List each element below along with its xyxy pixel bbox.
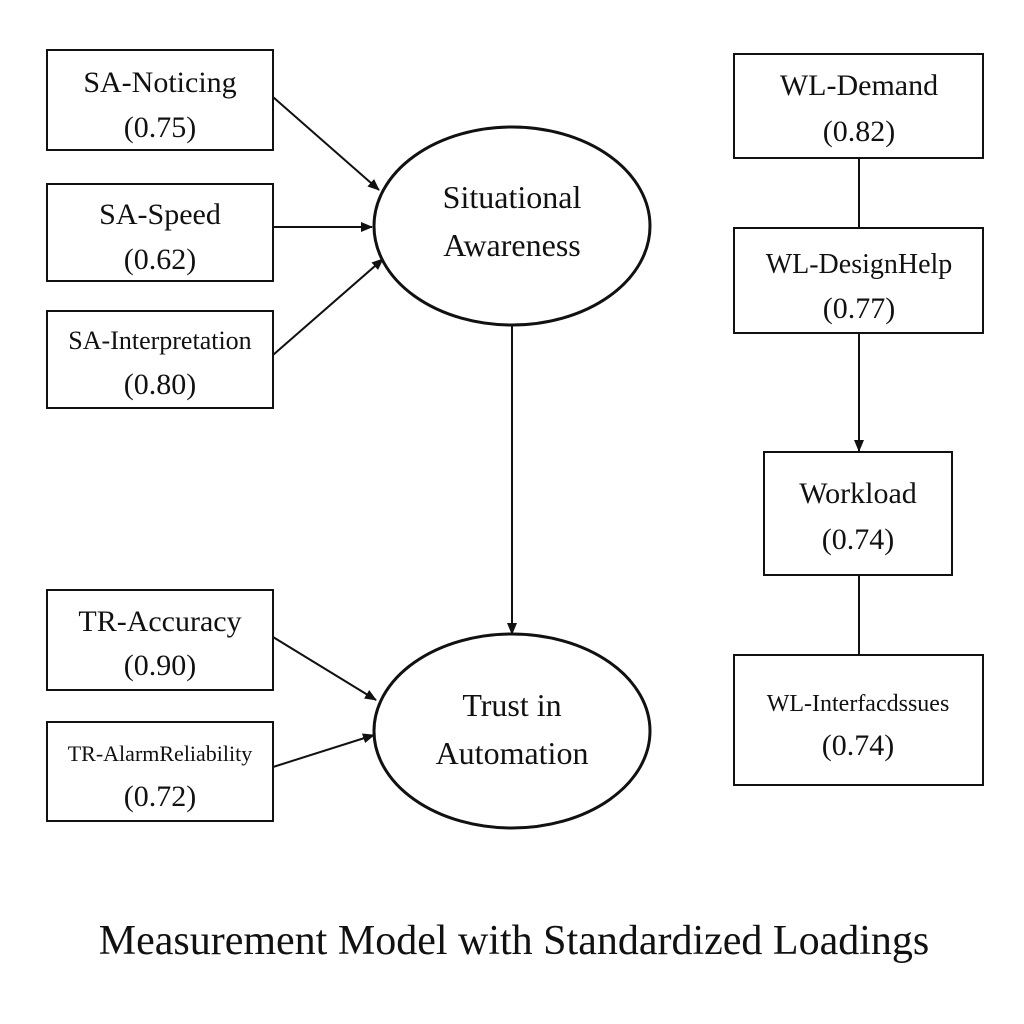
latent-label-line2: Automation: [436, 735, 589, 771]
diagram-title: Measurement Model with Standardized Load…: [99, 918, 929, 964]
latent-label-line1: Trust in: [462, 687, 561, 723]
indicator-sa-speed: SA-Speed (0.62): [46, 183, 274, 282]
indicator-sa-interpretation: SA-Interpretation (0.80): [46, 310, 274, 409]
indicator-tr-accuracy: TR-Accuracy (0.90): [46, 589, 274, 691]
indicator-loading: (0.80): [124, 368, 196, 401]
indicator-label: SA-Interpretation: [68, 326, 251, 355]
indicator-label: SA-Noticing: [83, 66, 236, 99]
edge-tr-accuracy-to-trust: [272, 636, 377, 701]
edge-tr-alarm-to-trust: [272, 733, 375, 768]
indicator-label: WL-Demand: [780, 69, 938, 102]
indicator-label: Workload: [799, 477, 917, 510]
indicator-loading: (0.62): [124, 243, 196, 276]
indicator-sa-noticing: SA-Noticing (0.75): [46, 49, 274, 151]
latent-label-line1: Situational: [443, 179, 582, 215]
indicator-loading: (0.75): [124, 111, 196, 144]
indicator-tr-alarm-reliability: TR-AlarmReliability (0.72): [46, 721, 274, 822]
indicator-label: WL-DesignHelp: [766, 249, 953, 280]
indicator-loading: (0.82): [823, 115, 895, 148]
latent-trust-in-automation: Trust in Automation: [372, 632, 652, 830]
indicator-label: SA-Speed: [99, 198, 221, 231]
edge-sa-interpretation-to-situational-awareness: [272, 258, 384, 356]
indicator-wl-interface-issues: WL-Interfacdssues (0.74): [733, 654, 984, 786]
indicator-wl-designhelp: WL-DesignHelp (0.77): [733, 227, 984, 334]
indicator-loading: (0.74): [822, 523, 894, 556]
indicator-label: TR-Accuracy: [78, 605, 241, 638]
edges: [272, 96, 864, 768]
indicator-loading: (0.72): [124, 780, 196, 813]
latent-situational-awareness: Situational Awareness: [372, 125, 652, 327]
indicator-workload: Workload (0.74): [763, 451, 953, 576]
indicator-label: WL-Interfacdssues: [767, 691, 950, 717]
latent-label-line2: Awareness: [443, 227, 580, 263]
indicator-label: TR-AlarmReliability: [68, 741, 253, 766]
indicator-loading: (0.74): [822, 729, 894, 762]
indicator-loading: (0.77): [823, 292, 895, 325]
edge-sa-noticing-to-situational-awareness: [272, 96, 380, 191]
indicator-wl-demand: WL-Demand (0.82): [733, 53, 984, 159]
indicator-loading: (0.90): [124, 649, 196, 682]
